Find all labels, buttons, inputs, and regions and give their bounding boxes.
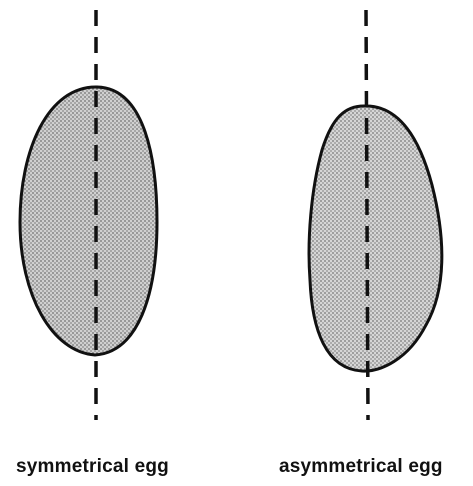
asymmetrical-egg-shape [309,106,442,371]
symmetrical-egg-group [20,10,157,420]
asymmetrical-egg-caption: asymmetrical egg [279,456,443,478]
asymmetrical-egg-group [309,10,442,420]
symmetrical-egg-caption: symmetrical egg [16,456,169,478]
symmetrical-egg-shape [20,87,157,355]
